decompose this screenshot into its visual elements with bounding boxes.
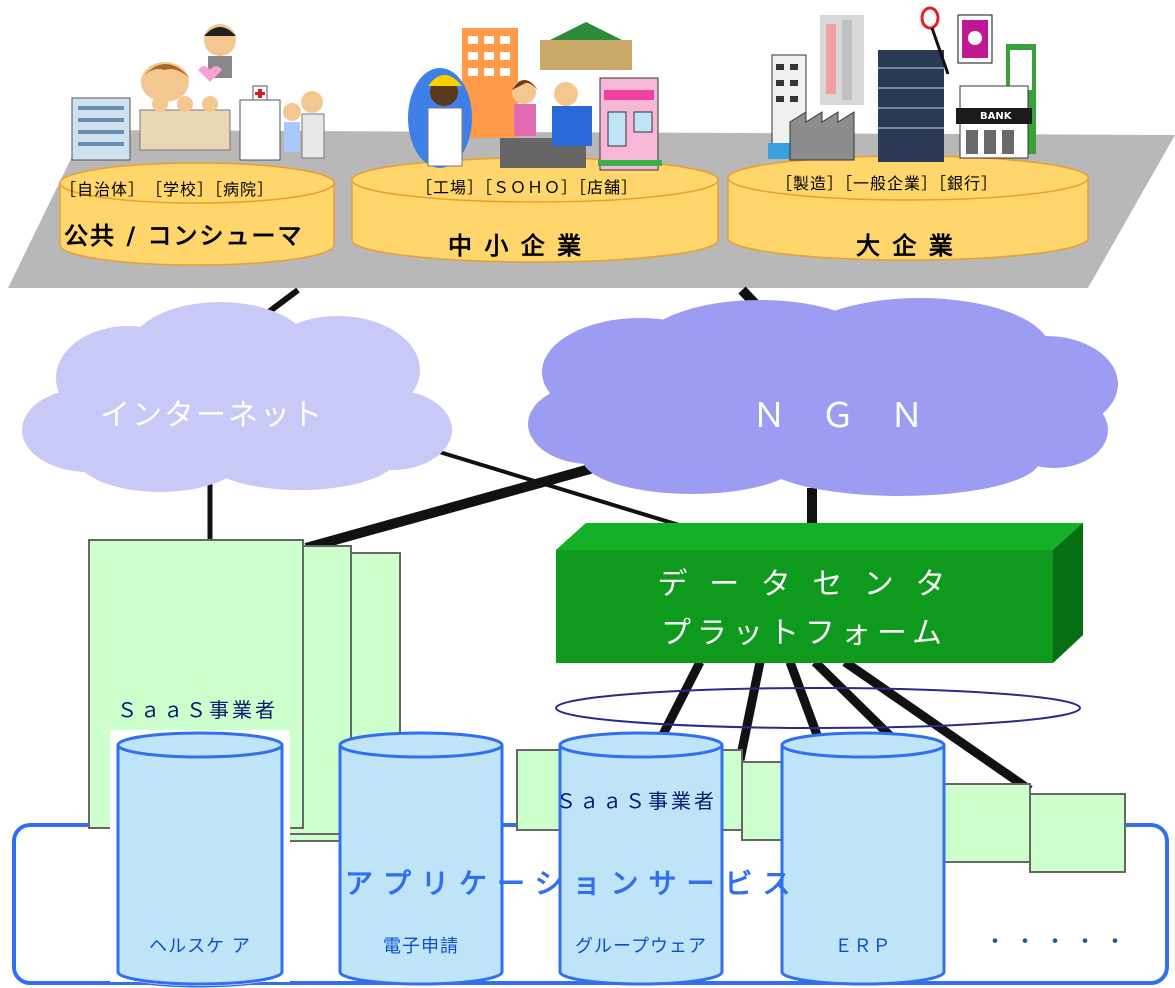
- db-label-healthcare: ヘルスケ ア: [149, 936, 251, 957]
- ngn-label: Ｎ Ｇ Ｎ: [752, 396, 936, 436]
- db-cylinder-3: [558, 731, 724, 986]
- db-label-groupware: グループウェア: [575, 936, 707, 957]
- illustration-enterprise: [768, 6, 1036, 162]
- segment-public: 公共 / コンシューマ: [64, 222, 304, 250]
- bank-sign: BANK: [980, 111, 1012, 122]
- datacenter-label-2: プラットフォーム: [660, 616, 949, 651]
- illustration-public: [71, 24, 325, 161]
- db-cylinder-2: [338, 731, 504, 986]
- segment-sub-sme: ［工場］［ＳＯＨＯ］［店舗］: [416, 178, 639, 197]
- segment-enterprise: 大 企 業: [856, 232, 955, 260]
- segment-disc-enterprise: [727, 155, 1089, 261]
- saas-label-left: ＳａａＳ事業者: [117, 698, 278, 722]
- db-label-e-application: 電子申請: [383, 936, 459, 957]
- segment-sme: 中 小 企 業: [448, 232, 584, 260]
- datacenter-label-1: デ ー タ セ ン タ: [657, 567, 952, 602]
- db-label-erp: ＥＲＰ: [834, 936, 892, 957]
- segment-sub-enterprise: ［製造］［一般企業］［銀行］: [776, 174, 999, 193]
- internet-cloud: [22, 302, 452, 492]
- illustration-sme: [408, 22, 662, 171]
- db-cylinder-4: [780, 731, 946, 986]
- ngn-cloud: [528, 298, 1118, 496]
- saas-label-right: ＳａａＳ事業者: [556, 789, 717, 813]
- segment-disc-public: [59, 162, 335, 266]
- datacenter-block: [556, 523, 1083, 663]
- ring-ellipse: [555, 687, 1081, 729]
- db-cylinder-1: [116, 731, 284, 986]
- segment-sub-public: ［自治体］ ［学校］［病院］: [60, 180, 275, 199]
- app-services-title: アプリケーションサービス: [345, 867, 801, 900]
- more-dots: ・・・・・: [984, 930, 1135, 955]
- internet-label: インターネット: [100, 398, 324, 433]
